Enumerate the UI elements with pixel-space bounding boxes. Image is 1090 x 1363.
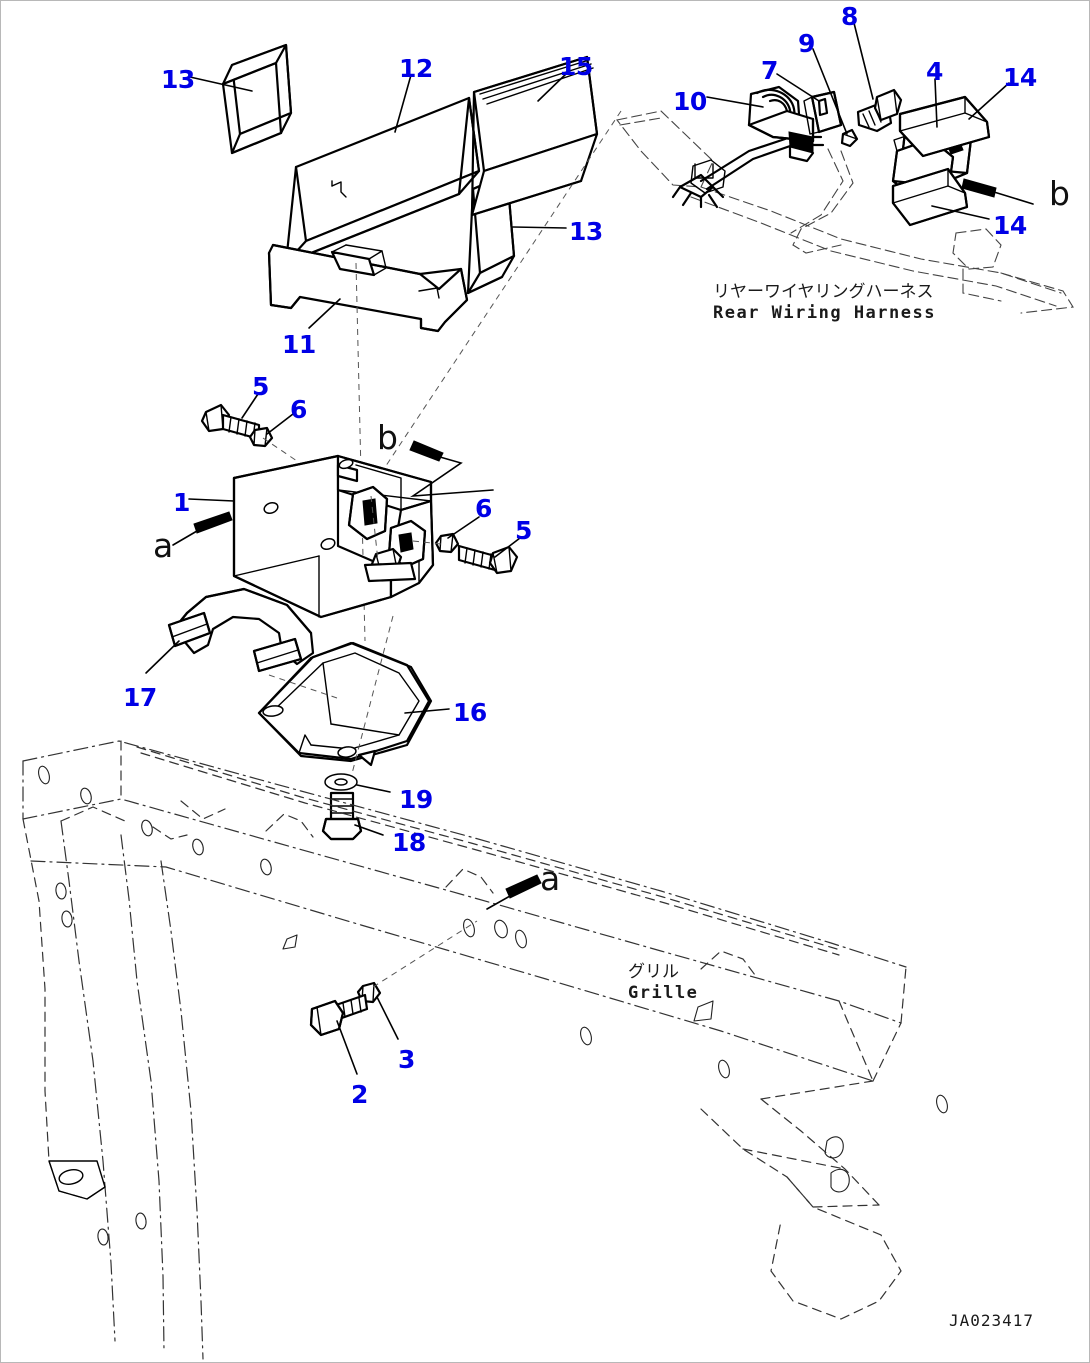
drawing-number: JA023417 (949, 1311, 1035, 1330)
callout-14-upper: 14 (1003, 63, 1037, 92)
centerline-17-16 (268, 674, 338, 699)
part-6-washer-right (434, 532, 460, 554)
part-14-lower-strip (891, 167, 969, 227)
leader-3 (376, 996, 399, 1040)
leader-10 (706, 96, 764, 108)
part-15-right-block (470, 55, 599, 217)
group-label-grille: グリル Grille (628, 962, 698, 1004)
callout-12: 12 (399, 54, 433, 83)
centerline-5b-6b (412, 540, 442, 545)
callout-13-left: 13 (161, 65, 195, 94)
group-label-rear-wiring-harness-en: Rear Wiring Harness (713, 303, 936, 323)
leader-14b (931, 205, 990, 220)
harness-clamp-center (671, 159, 726, 209)
callout-15: 15 (559, 52, 593, 81)
callout-9: 9 (798, 29, 815, 58)
leader-7 (776, 73, 820, 102)
leader-11 (308, 298, 341, 329)
part-2-bolt (309, 993, 369, 1037)
callout-18: 18 (392, 828, 426, 857)
callout-6-left: 6 (290, 395, 307, 424)
part-8-bolt (856, 88, 903, 133)
callout-7: 7 (761, 56, 778, 85)
part-17-cushion (167, 587, 315, 673)
part-19-washer (324, 773, 358, 791)
harness-phantom-tubes (616, 110, 1074, 314)
group-label-rear-wiring-harness-jp: リヤーワイヤリングハーネス (713, 282, 934, 302)
grille-frame-outline (22, 740, 948, 1360)
group-label-grille-en: Grille (628, 983, 699, 1003)
callout-2: 2 (351, 1080, 368, 1109)
group-label-rear-wiring-harness: リヤーワイヤリングハーネス Rear Wiring Harness (713, 282, 936, 324)
callout-5-right: 5 (515, 516, 532, 545)
callout-5-left: 5 (252, 372, 269, 401)
leader-1 (188, 498, 235, 502)
part-16-clamp (257, 641, 433, 767)
leader-6a (266, 413, 294, 435)
leader-5a (241, 393, 259, 419)
part-1-bracket (232, 454, 435, 619)
part-5-bolt-right (457, 544, 519, 575)
section-mark-a-grille: a (540, 859, 561, 898)
part-14-upper-strip (898, 95, 991, 158)
leader-19 (356, 784, 391, 793)
harness-section-b-arrow (961, 178, 1034, 205)
assembly-centerline-11 (355, 262, 366, 642)
centerline-16 (347, 615, 394, 790)
callout-8: 8 (841, 2, 858, 31)
leader-15 (537, 71, 569, 102)
part-7-connector (803, 90, 843, 135)
callout-14-lower: 14 (993, 211, 1027, 240)
callout-13-right: 13 (569, 217, 603, 246)
leader-2 (336, 1020, 358, 1075)
section-mark-b-harness: b (1049, 174, 1070, 213)
part-10-connector-boot (747, 85, 815, 163)
section-mark-b-bracket: b (377, 418, 398, 457)
section-a-arrow-bracket (172, 511, 233, 546)
callout-3: 3 (398, 1045, 415, 1074)
centerline-2-3 (372, 920, 478, 988)
part-11-tray (267, 243, 469, 333)
part-12-main-pad (284, 96, 481, 265)
callout-6-right: 6 (475, 494, 492, 523)
part-9-washer (840, 128, 859, 148)
leader-17 (145, 640, 180, 674)
section-a-arrow-grille (486, 874, 542, 910)
centerline-5a-6a (262, 437, 298, 462)
callout-1: 1 (173, 488, 190, 517)
leader-12 (394, 74, 412, 133)
section-mark-a-bracket: a (153, 526, 174, 565)
leader-14a (968, 82, 1010, 120)
leader-6b (447, 516, 480, 539)
callout-19: 19 (399, 785, 433, 814)
part-13-left-pad (221, 43, 293, 155)
section-b-arrow-bracket (409, 440, 494, 498)
assembly-centerline-15 (355, 110, 622, 512)
callout-10: 10 (673, 87, 707, 116)
group-label-grille-jp: グリル (628, 962, 679, 982)
part-18-bolt (321, 791, 363, 841)
callout-4: 4 (926, 57, 943, 86)
callout-17: 17 (123, 683, 157, 712)
leader-18 (354, 824, 384, 836)
leader-9 (812, 48, 848, 135)
leader-13a (189, 76, 253, 92)
leader-16 (404, 708, 450, 714)
part-6-washer-left (248, 426, 274, 448)
leader-13b (512, 226, 567, 229)
leader-8 (853, 22, 874, 100)
callout-11: 11 (282, 330, 316, 359)
part-5-bolt-left (200, 403, 261, 441)
leader-5b (494, 537, 521, 558)
callout-16: 16 (453, 698, 487, 727)
leader-4 (934, 78, 938, 128)
